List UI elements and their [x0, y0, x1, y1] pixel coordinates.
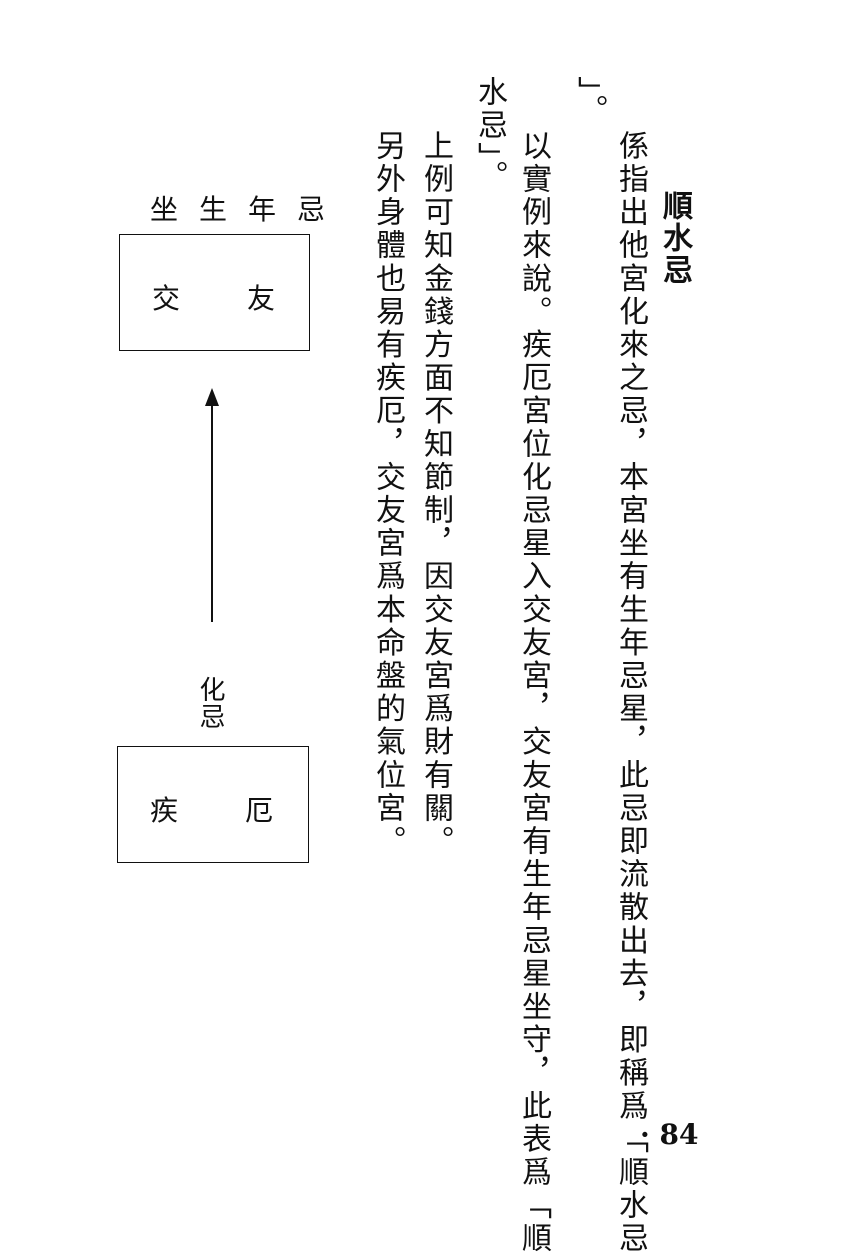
paragraph-1-line-2: 」。: [572, 76, 607, 128]
diagram-top-box: 交 友: [119, 234, 310, 351]
paragraph-2-line-1: 以實例來說。疾厄宮位化忌星入交友宮，交友宮有生年忌星坐守，此表爲「順: [516, 130, 551, 1255]
section-heading: 順水忌: [657, 190, 692, 286]
paragraph-3-line-2: 另外身體也易有疾厄，交友宮爲本命盤的氣位宮。: [370, 130, 405, 859]
top-box-right-char: 友: [247, 282, 276, 315]
book-page: 順水忌 係指出他宮化來之忌，本宮坐有生年忌星，此忌即流散出去，即稱爲「順水忌 」…: [117, 76, 699, 1255]
arrow-shaft: [211, 402, 213, 622]
bottom-box-left-char: 疾: [150, 794, 179, 827]
paragraph-3-line-1: 上例可知金錢方面不知節制，因交友宮爲財有關。: [418, 130, 453, 859]
page-number: · 84: [640, 1118, 699, 1151]
top-box-left-char: 交: [152, 282, 181, 315]
bottom-box-right-char: 厄: [245, 794, 274, 827]
diagram-bottom-box: 疾 厄: [117, 746, 309, 863]
paragraph-2-line-2: 水忌」。: [472, 76, 507, 194]
diagram-arrow-label: 化忌: [195, 676, 225, 730]
diagram-top-label: 坐生年忌: [150, 193, 347, 226]
arrow-up-icon: [205, 388, 219, 406]
paragraph-1-line-1: 係指出他宮化來之忌，本宮坐有生年忌星，此忌即流散出去，即稱爲「順水忌: [613, 130, 648, 1255]
